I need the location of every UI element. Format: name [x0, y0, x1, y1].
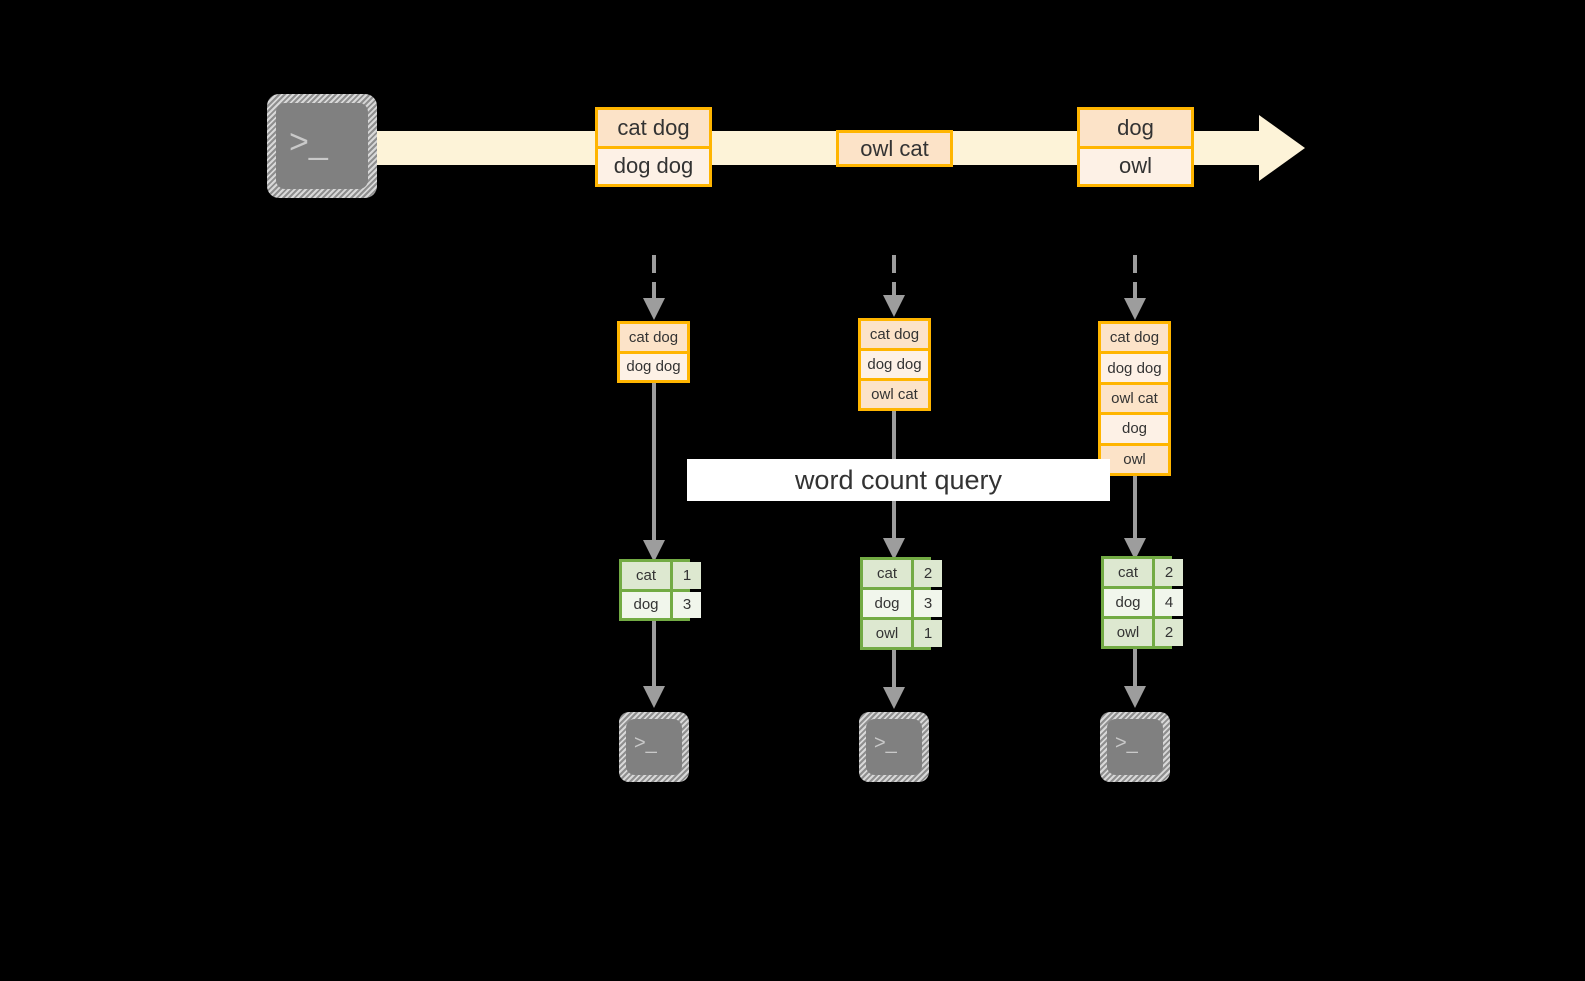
snapshot-input-box-2[interactable]: cat dog dog dog owl cat [858, 318, 931, 411]
result-word-cell: cat [1104, 559, 1152, 586]
result-table-2[interactable]: cat 2 dog 3 owl 1 [860, 557, 942, 650]
consumer-terminal-icon-3[interactable]: >_ [1100, 712, 1170, 782]
output-arrowhead-3 [1124, 686, 1146, 708]
event-stream-arrowhead [1259, 115, 1305, 181]
stream-event-row: dog [1080, 110, 1191, 146]
result-word-cell: cat [622, 562, 670, 589]
result-word-cell: cat [863, 560, 911, 587]
stream-event-row: cat dog [598, 110, 709, 146]
snapshot-input-row: dog [1101, 412, 1168, 443]
terminal-screen: >_ [866, 719, 922, 775]
stream-event-row: dog dog [598, 145, 709, 184]
result-count-cell: 1 [670, 562, 701, 589]
result-word-cell: dog [622, 591, 670, 618]
terminal-screen: >_ [276, 103, 368, 189]
output-arrowhead-1 [643, 686, 665, 708]
result-count-cell: 3 [670, 591, 701, 618]
snapshot-input-row: cat dog [861, 321, 928, 348]
query-line-3 [1133, 476, 1137, 548]
stream-tap-arrowhead-3 [1124, 298, 1146, 320]
stream-event-box-3[interactable]: dog owl [1077, 107, 1194, 187]
output-arrowhead-2 [883, 687, 905, 709]
stream-event-row: owl cat [839, 133, 950, 164]
consumer-terminal-icon-2[interactable]: >_ [859, 712, 929, 782]
snapshot-input-row: dog dog [861, 348, 928, 378]
stream-event-row: owl [1080, 145, 1191, 184]
result-count-cell: 3 [911, 590, 942, 617]
output-line-3 [1133, 649, 1137, 691]
table-row: cat 2 [863, 560, 942, 587]
terminal-prompt-label: >_ [289, 123, 328, 161]
result-count-cell: 4 [1152, 589, 1183, 616]
table-row: cat 1 [622, 562, 701, 589]
producer-terminal-icon[interactable]: >_ [267, 94, 377, 198]
output-line-2 [892, 650, 896, 692]
terminal-screen: >_ [626, 719, 682, 775]
output-line-1 [652, 621, 656, 691]
terminal-prompt-label: >_ [874, 732, 897, 754]
consumer-terminal-icon-1[interactable]: >_ [619, 712, 689, 782]
terminal-prompt-label: >_ [1115, 732, 1138, 754]
result-table-3[interactable]: cat 2 dog 4 owl 2 [1101, 556, 1183, 649]
stream-tap-line-2 [892, 255, 896, 298]
terminal-prompt-label: >_ [634, 732, 657, 754]
result-count-cell: 2 [1152, 559, 1183, 586]
query-line-1 [652, 383, 656, 548]
query-arrowhead-3 [1124, 538, 1146, 560]
query-arrowhead-1 [643, 540, 665, 562]
table-row: dog 4 [1104, 586, 1183, 616]
stream-tap-line-3 [1133, 255, 1137, 301]
snapshot-input-row: cat dog [1101, 324, 1168, 352]
table-row: dog 3 [622, 588, 701, 618]
table-row: owl 1 [863, 617, 942, 647]
table-row: cat 2 [1104, 559, 1183, 586]
query-label: word count query [687, 459, 1110, 501]
result-count-cell: 1 [911, 620, 942, 647]
table-row: owl 2 [1104, 616, 1183, 646]
result-count-cell: 2 [911, 560, 942, 587]
query-arrowhead-2 [883, 538, 905, 560]
terminal-screen: >_ [1107, 719, 1163, 775]
snapshot-input-row: owl cat [861, 378, 928, 408]
result-count-cell: 2 [1152, 619, 1183, 646]
snapshot-input-box-3[interactable]: cat dog dog dog owl cat dog owl [1098, 321, 1171, 476]
result-table-1[interactable]: cat 1 dog 3 [619, 559, 701, 621]
snapshot-input-row: dog dog [1101, 351, 1168, 382]
snapshot-input-box-1[interactable]: cat dog dog dog [617, 321, 690, 383]
result-word-cell: owl [863, 620, 911, 647]
stream-tap-line-1 [652, 255, 656, 301]
stream-event-box-1[interactable]: cat dog dog dog [595, 107, 712, 187]
snapshot-input-row: cat dog [620, 324, 687, 351]
stream-event-box-2[interactable]: owl cat [836, 130, 953, 167]
stream-tap-arrowhead-1 [643, 298, 665, 320]
result-word-cell: dog [1104, 589, 1152, 616]
result-word-cell: owl [1104, 619, 1152, 646]
snapshot-input-row: owl cat [1101, 381, 1168, 413]
table-row: dog 3 [863, 587, 942, 617]
snapshot-input-row: owl [1101, 442, 1168, 474]
snapshot-input-row: dog dog [620, 350, 687, 380]
result-word-cell: dog [863, 590, 911, 617]
stream-tap-arrowhead-2 [883, 295, 905, 317]
